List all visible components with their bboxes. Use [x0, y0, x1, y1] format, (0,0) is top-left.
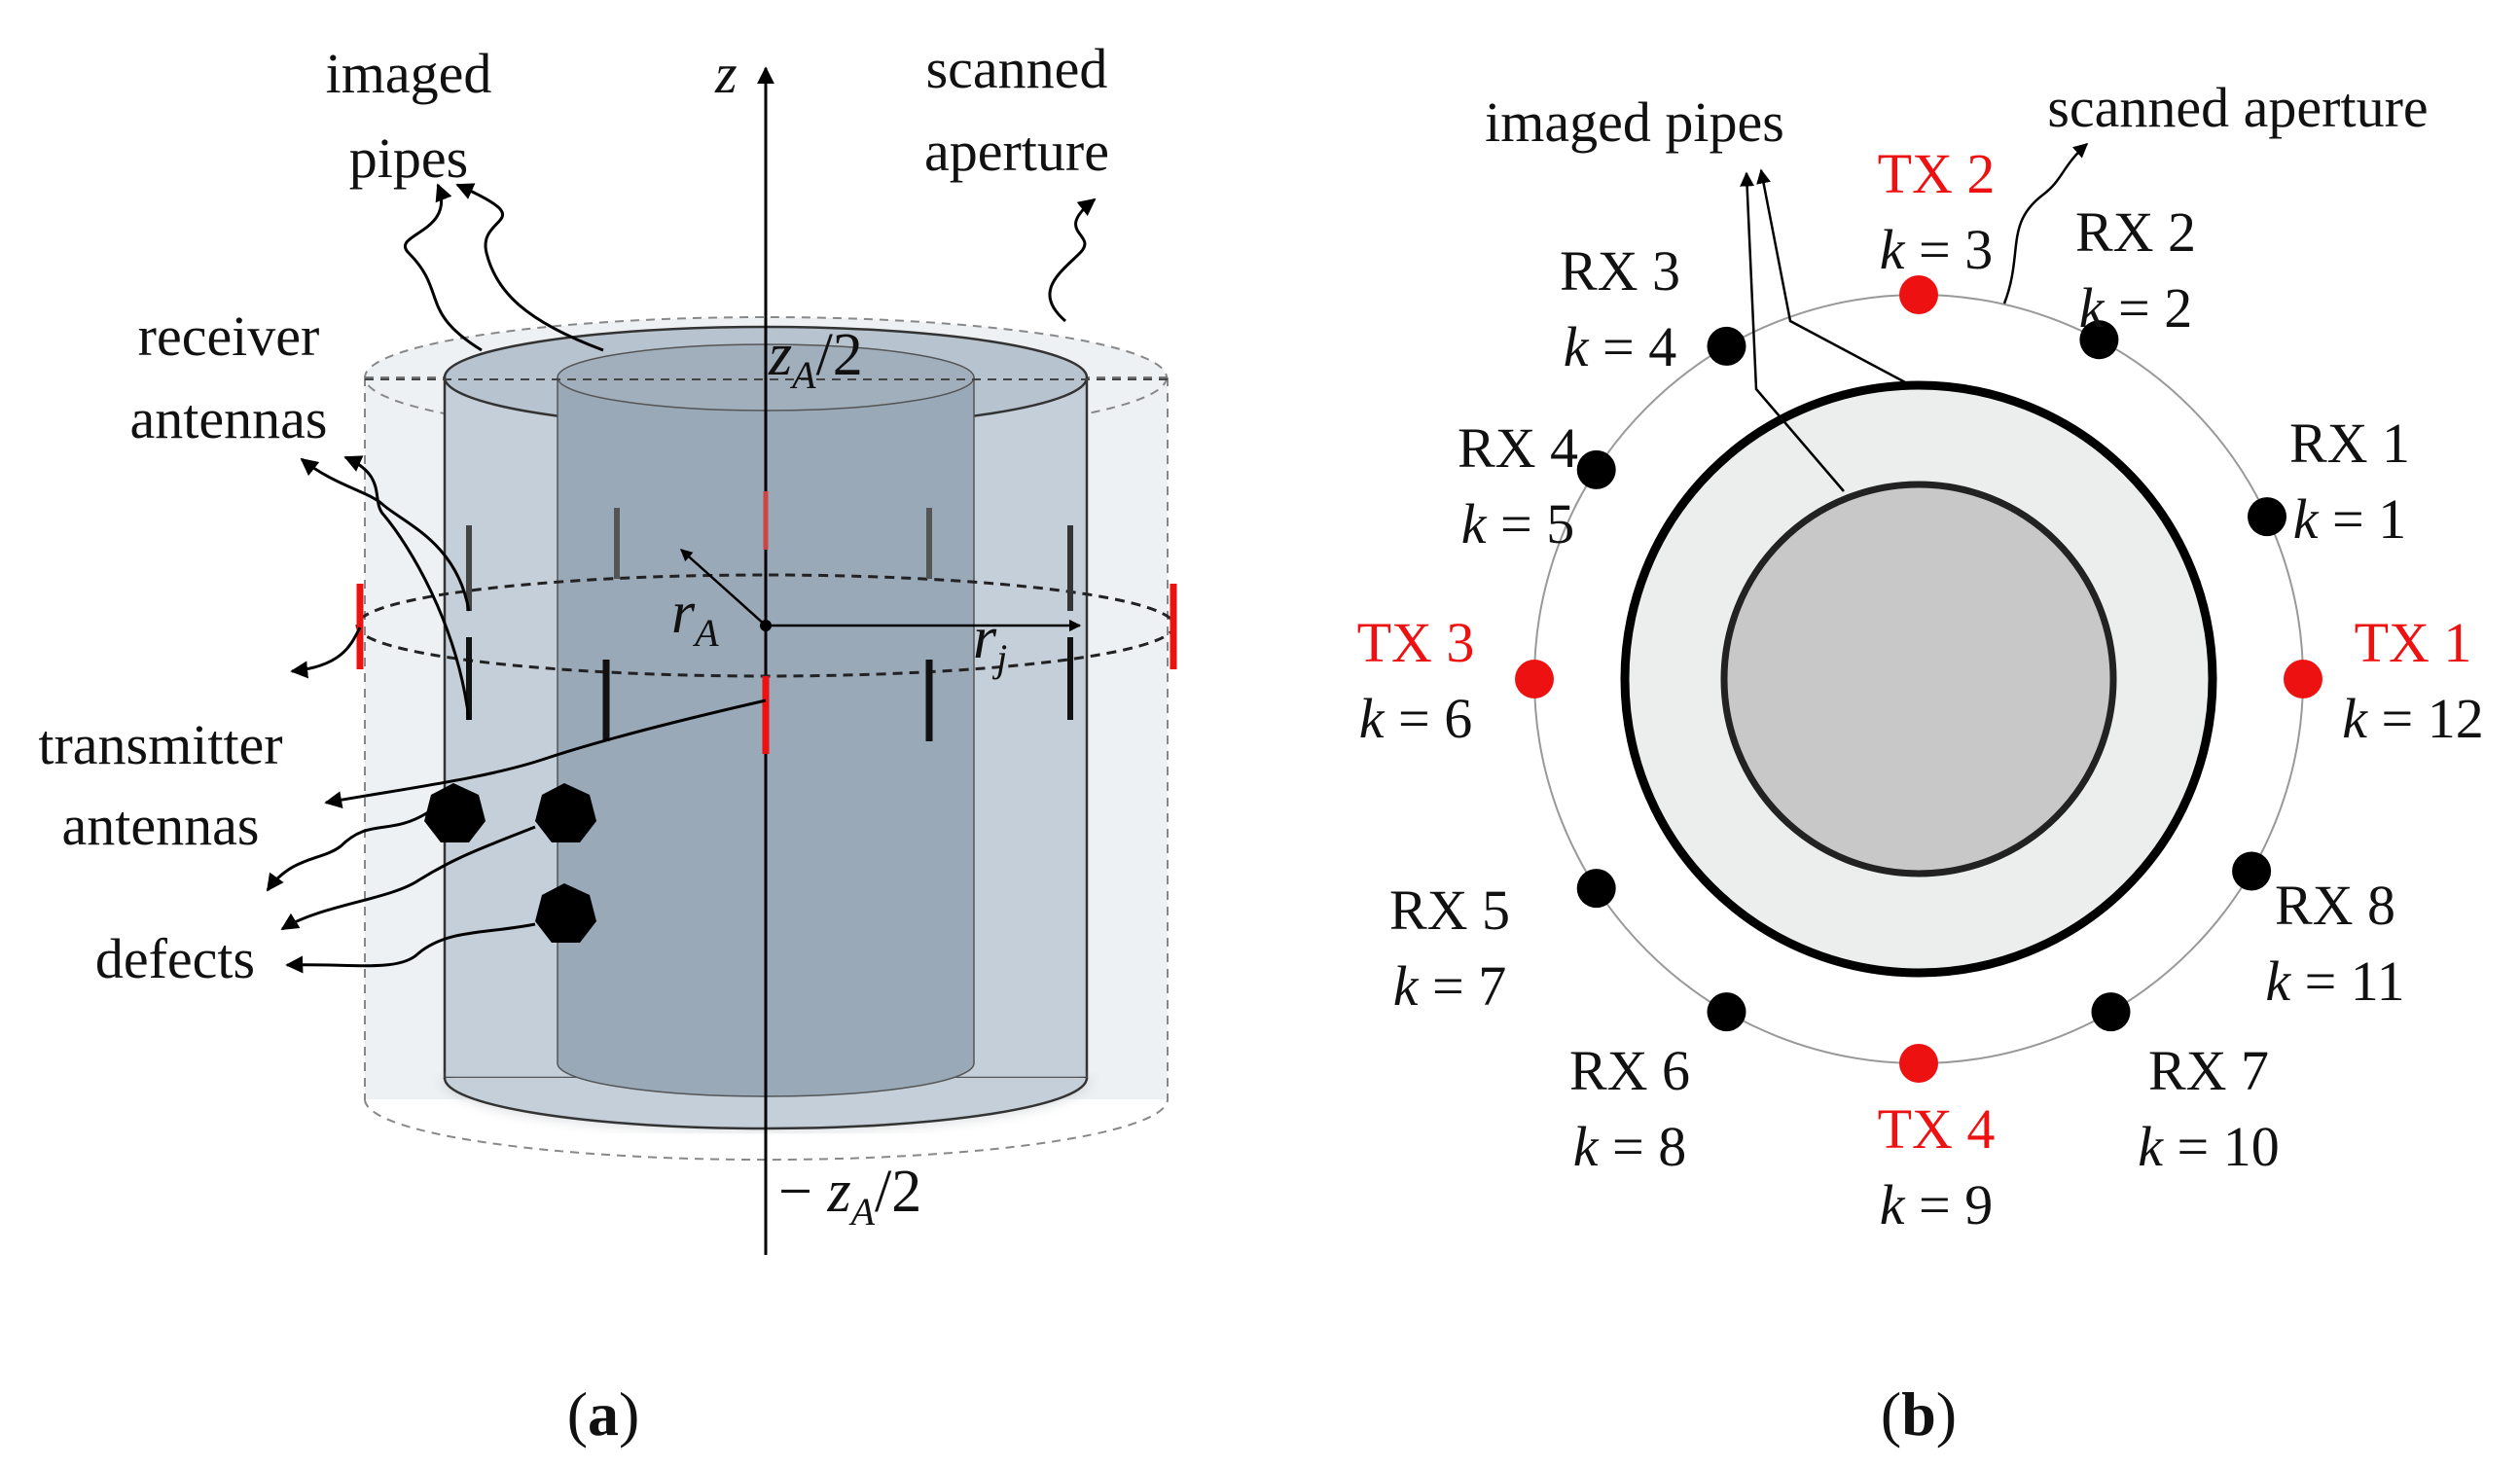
antenna-name-label: RX 7 [2148, 1039, 2269, 1102]
antenna-name-label: RX 4 [1458, 416, 1578, 480]
antenna-index-label: k = 10 [2138, 1115, 2279, 1178]
label-transmitter-antennas: antennas [62, 794, 260, 857]
transmitter-antenna-bars [356, 491, 1177, 754]
receiver-dot-8 [1707, 992, 1746, 1032]
receiver-dot-10 [2091, 992, 2131, 1032]
transmitter-dot-3 [1899, 275, 1938, 314]
receiver-antenna-bars [466, 508, 1073, 741]
panel-b: RX 1 k = 1 RX 2 k = 2 TX 2 k = 3 RX 3 k = 4 RX 4… [1357, 76, 2484, 1449]
label-transmitter: transmitter [38, 713, 282, 776]
label-imaged: imaged [326, 42, 492, 105]
label-receiver: receiver [138, 304, 320, 368]
transmitter-dot-9 [1899, 1044, 1938, 1083]
panel-a-leaders [266, 183, 1097, 974]
antenna-index-label: k = 6 [1359, 687, 1472, 750]
receiver-dot-4 [1707, 326, 1746, 366]
receiver-dot-5 [1576, 449, 1616, 489]
antenna-name-label: RX 1 [2289, 412, 2410, 475]
antenna-name-label: TX 1 [2355, 611, 2472, 674]
transmitter-dot-6 [1515, 660, 1554, 698]
antenna-index-label: k = 8 [1573, 1115, 1686, 1178]
antenna-index-label: k = 7 [1393, 954, 1506, 1018]
antenna-index-label: k = 3 [1880, 218, 1993, 281]
label-rA: rA [671, 580, 719, 655]
antenna-index-label: k = 5 [1461, 492, 1574, 555]
label-aperture: aperture [924, 120, 1109, 183]
label-scanned-aperture: scanned aperture [2047, 76, 2428, 139]
label-zA-top: zA/2 [768, 322, 863, 397]
receiver-dot-7 [1576, 869, 1616, 909]
antenna-name-label: RX 8 [2275, 874, 2395, 937]
antenna-name-label: TX 2 [1878, 142, 1996, 205]
antenna-name-label: TX 3 [1357, 611, 1475, 674]
label-imaged-pipes: imaged pipes [1485, 90, 1784, 154]
antenna-index-label: k = 1 [2293, 487, 2406, 551]
antenna-name-label: RX 6 [1569, 1039, 1690, 1102]
rA-arrow [680, 549, 767, 627]
label-receiver-antennas: antennas [130, 387, 328, 450]
label-defects: defects [95, 927, 255, 990]
antenna-name-label: RX 2 [2075, 200, 2196, 264]
label-z-axis: z [714, 42, 738, 105]
antenna-name-label: RX 5 [1389, 878, 1510, 942]
antenna-layer: RX 1 k = 1 RX 2 k = 2 TX 2 k = 3 RX 3 k = 4 RX 4… [1357, 142, 2484, 1236]
origin-dot [760, 620, 772, 631]
panel-b-leaders [1740, 143, 2089, 492]
transmitter-dot-12 [2284, 660, 2322, 698]
antenna-name-label: RX 3 [1560, 239, 1680, 303]
antenna-index-label: k = 4 [1564, 315, 1676, 378]
label-rj: rj [973, 605, 1007, 680]
receiver-dot-1 [2248, 497, 2286, 537]
receiver-dot-11 [2232, 851, 2272, 891]
antenna-name-label: TX 4 [1878, 1097, 1996, 1161]
label-scanned: scanned [926, 37, 1108, 100]
caption-b: (b) [1881, 1379, 1957, 1449]
antenna-index-label: k = 12 [2342, 687, 2483, 750]
caption-a: (a) [567, 1379, 640, 1449]
receiver-dot-2 [2079, 320, 2119, 360]
defect-markers [424, 783, 596, 943]
label-pipes: pipes [349, 126, 468, 190]
label-zA-bottom: − zA/2 [778, 1159, 921, 1234]
antenna-index-label: k = 2 [2079, 276, 2192, 340]
antenna-index-label: k = 9 [1880, 1173, 1993, 1236]
inner-pipe-section [1720, 481, 2117, 877]
panel-a: imaged pipes z scanned aperture receiver… [38, 37, 1177, 1449]
antenna-index-label: k = 11 [2265, 949, 2404, 1013]
